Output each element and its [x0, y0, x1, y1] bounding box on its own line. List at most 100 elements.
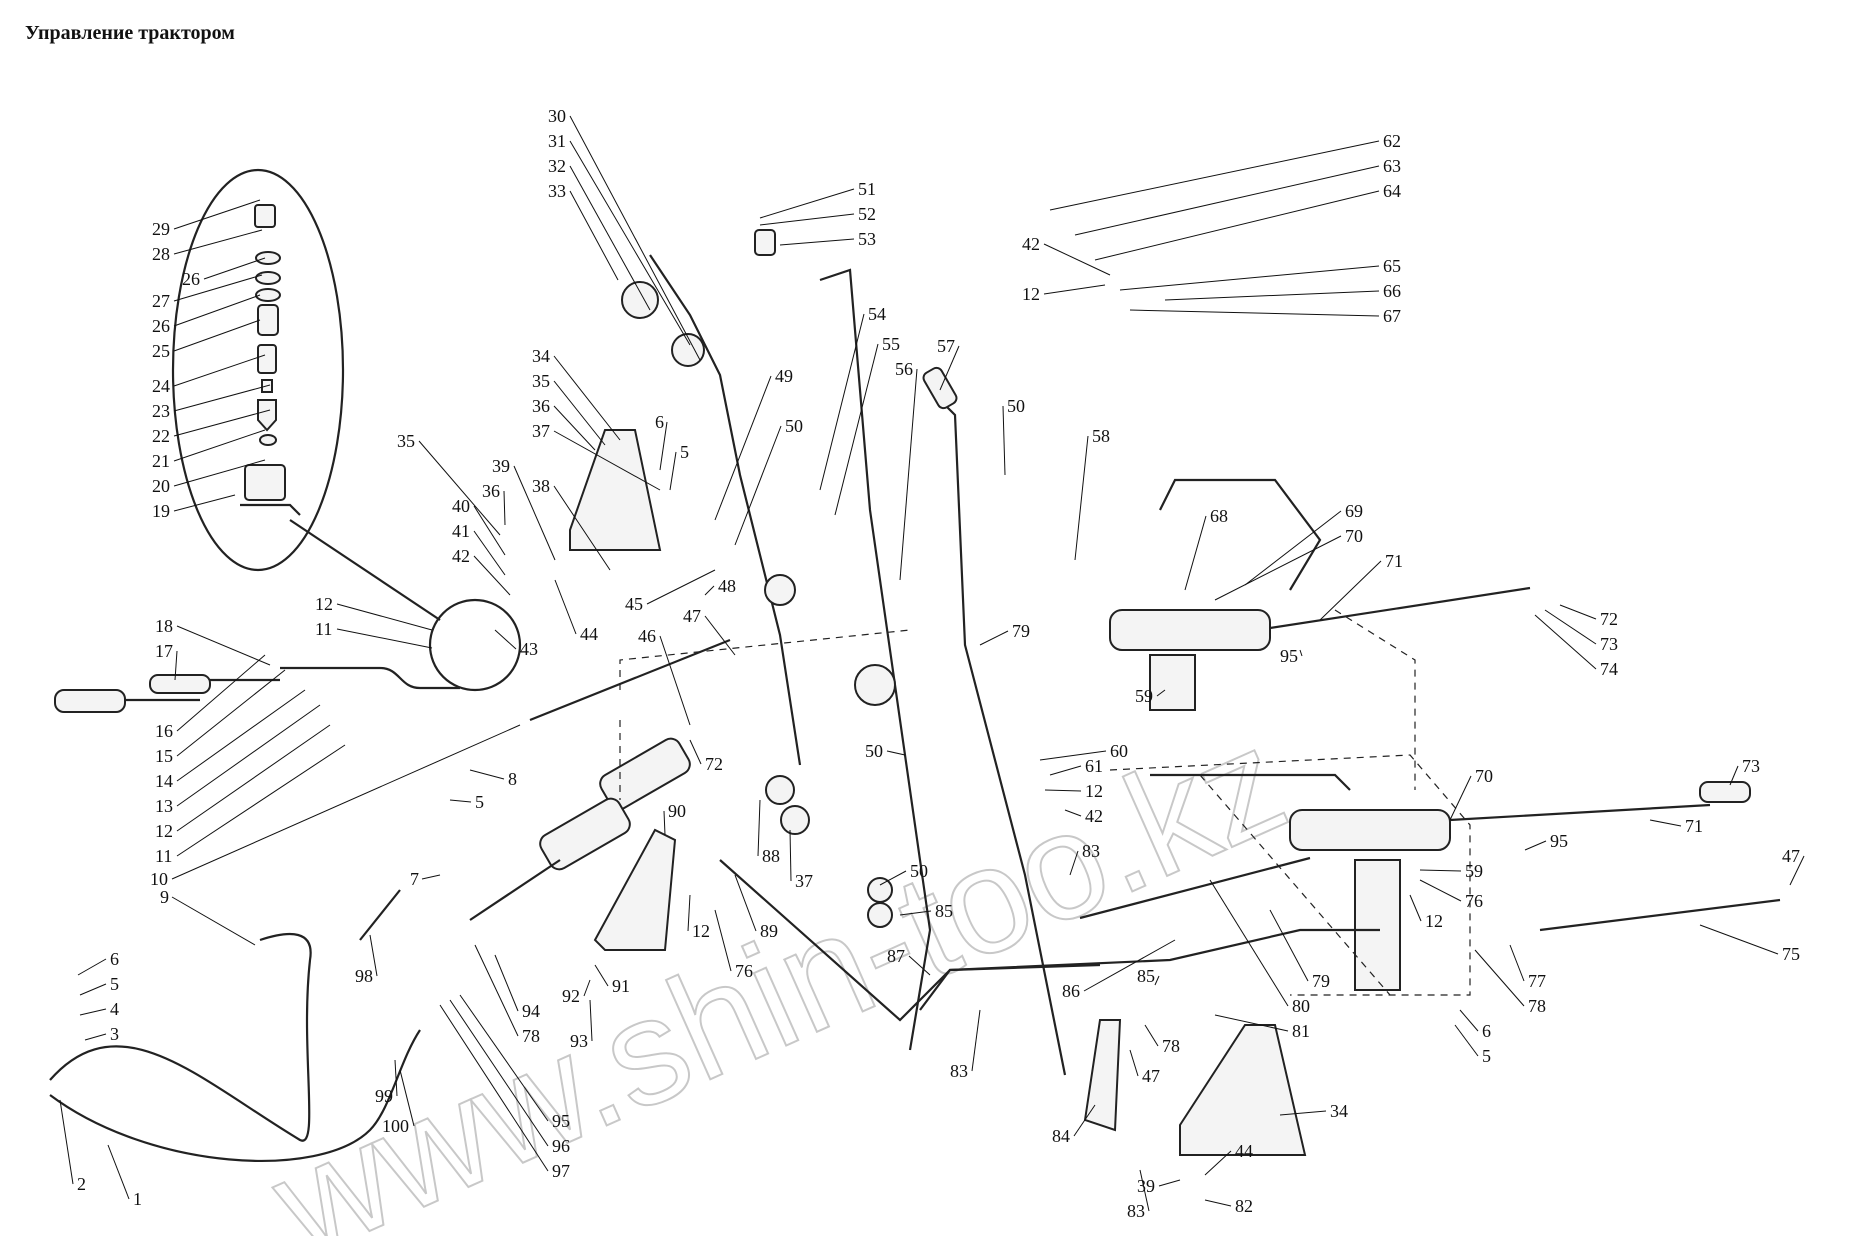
callout-label: 89 — [760, 921, 778, 941]
callout-label: 33 — [548, 181, 566, 201]
callout-label: 38 — [532, 476, 550, 496]
callout-leader — [176, 654, 266, 732]
callout-leader — [1474, 949, 1525, 1007]
callout-leader — [1319, 560, 1382, 621]
callout-label: 5 — [1482, 1046, 1491, 1066]
callout-label: 67 — [1383, 306, 1401, 326]
callout-leader — [757, 799, 761, 857]
callout-leader — [173, 409, 271, 437]
callout-label: 71 — [1685, 816, 1703, 836]
callout-leader — [553, 355, 621, 441]
callout-label: 53 — [858, 229, 876, 249]
callout-leader — [819, 313, 865, 491]
callout-leader — [659, 635, 691, 726]
callout-leader — [1074, 435, 1089, 561]
callout-leader — [1094, 190, 1380, 261]
callout-label: 71 — [1385, 551, 1403, 571]
callout-leader — [494, 954, 519, 1012]
callout-label: 99 — [375, 1086, 393, 1106]
callout-leader — [669, 451, 677, 491]
callout-leader — [1209, 879, 1289, 1007]
callout-leader — [336, 603, 433, 631]
callout-label: 94 — [522, 1001, 540, 1021]
callout-label: 3 — [110, 1024, 119, 1044]
callout-leader — [1002, 405, 1006, 476]
callout-label: 37 — [795, 871, 813, 891]
callout-leader — [1158, 1179, 1181, 1187]
callout-leader — [734, 425, 782, 546]
callout-label: 78 — [1528, 996, 1546, 1016]
callout-leader — [704, 585, 715, 596]
callout-leader — [1279, 1110, 1327, 1116]
hose-return — [49, 1029, 421, 1162]
callout-label: 57 — [937, 336, 955, 356]
callout-label: 37 — [532, 421, 550, 441]
callout-label: 41 — [452, 521, 470, 541]
callout-label: 36 — [482, 481, 500, 501]
callout-label: 79 — [1312, 971, 1330, 991]
callout-label: 59 — [1135, 686, 1153, 706]
callout-label: 12 — [1425, 911, 1443, 931]
callout-leader — [1409, 894, 1422, 922]
callout-label: 100 — [382, 1116, 409, 1136]
callout-label: 29 — [152, 219, 170, 239]
callout-label: 34 — [532, 346, 550, 366]
callout-leader — [173, 199, 261, 230]
callout-leader — [1244, 510, 1342, 586]
callout-label: 12 — [1085, 781, 1103, 801]
callout-leader — [1544, 609, 1597, 645]
callout-label: 50 — [1007, 396, 1025, 416]
callout-label: 81 — [1292, 1021, 1310, 1041]
callout-label: 11 — [155, 846, 172, 866]
callout-leader — [1534, 614, 1597, 670]
callout-label: 40 — [452, 496, 470, 516]
callout-label: 25 — [152, 341, 170, 361]
callout-leader — [369, 934, 378, 977]
callout-leader — [513, 465, 556, 561]
callout-label: 18 — [155, 616, 173, 636]
callout-label: 95 — [1550, 831, 1568, 851]
callout-leader — [171, 724, 521, 880]
callout-leader — [176, 724, 331, 832]
callout-leader — [569, 140, 691, 346]
callout-leader — [1164, 290, 1380, 301]
callout-label: 78 — [1162, 1036, 1180, 1056]
callout-label: 36 — [532, 396, 550, 416]
callout-label: 4 — [110, 999, 119, 1019]
callout-label: 83 — [1082, 841, 1100, 861]
callout-leader — [79, 1008, 107, 1016]
callout-leader — [879, 870, 907, 886]
callout-leader — [469, 769, 505, 780]
callout-leader — [553, 430, 661, 491]
callout-leader — [1154, 975, 1160, 986]
callout-label: 24 — [152, 376, 170, 396]
callout-leader — [1043, 284, 1106, 295]
callout-leader — [714, 375, 772, 521]
brake-cylinder-left — [359, 638, 731, 941]
callout-leader — [107, 1144, 130, 1200]
callout-label: 17 — [155, 641, 173, 661]
callout-leader — [1064, 809, 1082, 817]
callout-label: 56 — [895, 359, 913, 379]
callout-label: 73 — [1742, 756, 1760, 776]
callout-label: 93 — [570, 1031, 588, 1051]
callout-label: 44 — [580, 624, 598, 644]
callout-leader — [1144, 1024, 1159, 1047]
callout-leader — [1139, 1169, 1150, 1212]
callout-leader — [1083, 939, 1176, 992]
callout-leader — [1299, 649, 1303, 657]
callout-leader — [899, 368, 918, 581]
callout-leader — [171, 896, 256, 946]
callout-label: 74 — [1600, 659, 1618, 679]
callout-label: 5 — [110, 974, 119, 994]
callout-leader — [779, 238, 855, 246]
callout-leader — [1039, 750, 1107, 761]
callout-label: 9 — [160, 887, 169, 907]
callout-label: 75 — [1782, 944, 1800, 964]
callout-label: 31 — [548, 131, 566, 151]
callout-leader — [1129, 309, 1380, 317]
fitting-17 — [149, 674, 211, 694]
callout-leader — [1204, 1199, 1232, 1207]
callout-label: 46 — [638, 626, 656, 646]
